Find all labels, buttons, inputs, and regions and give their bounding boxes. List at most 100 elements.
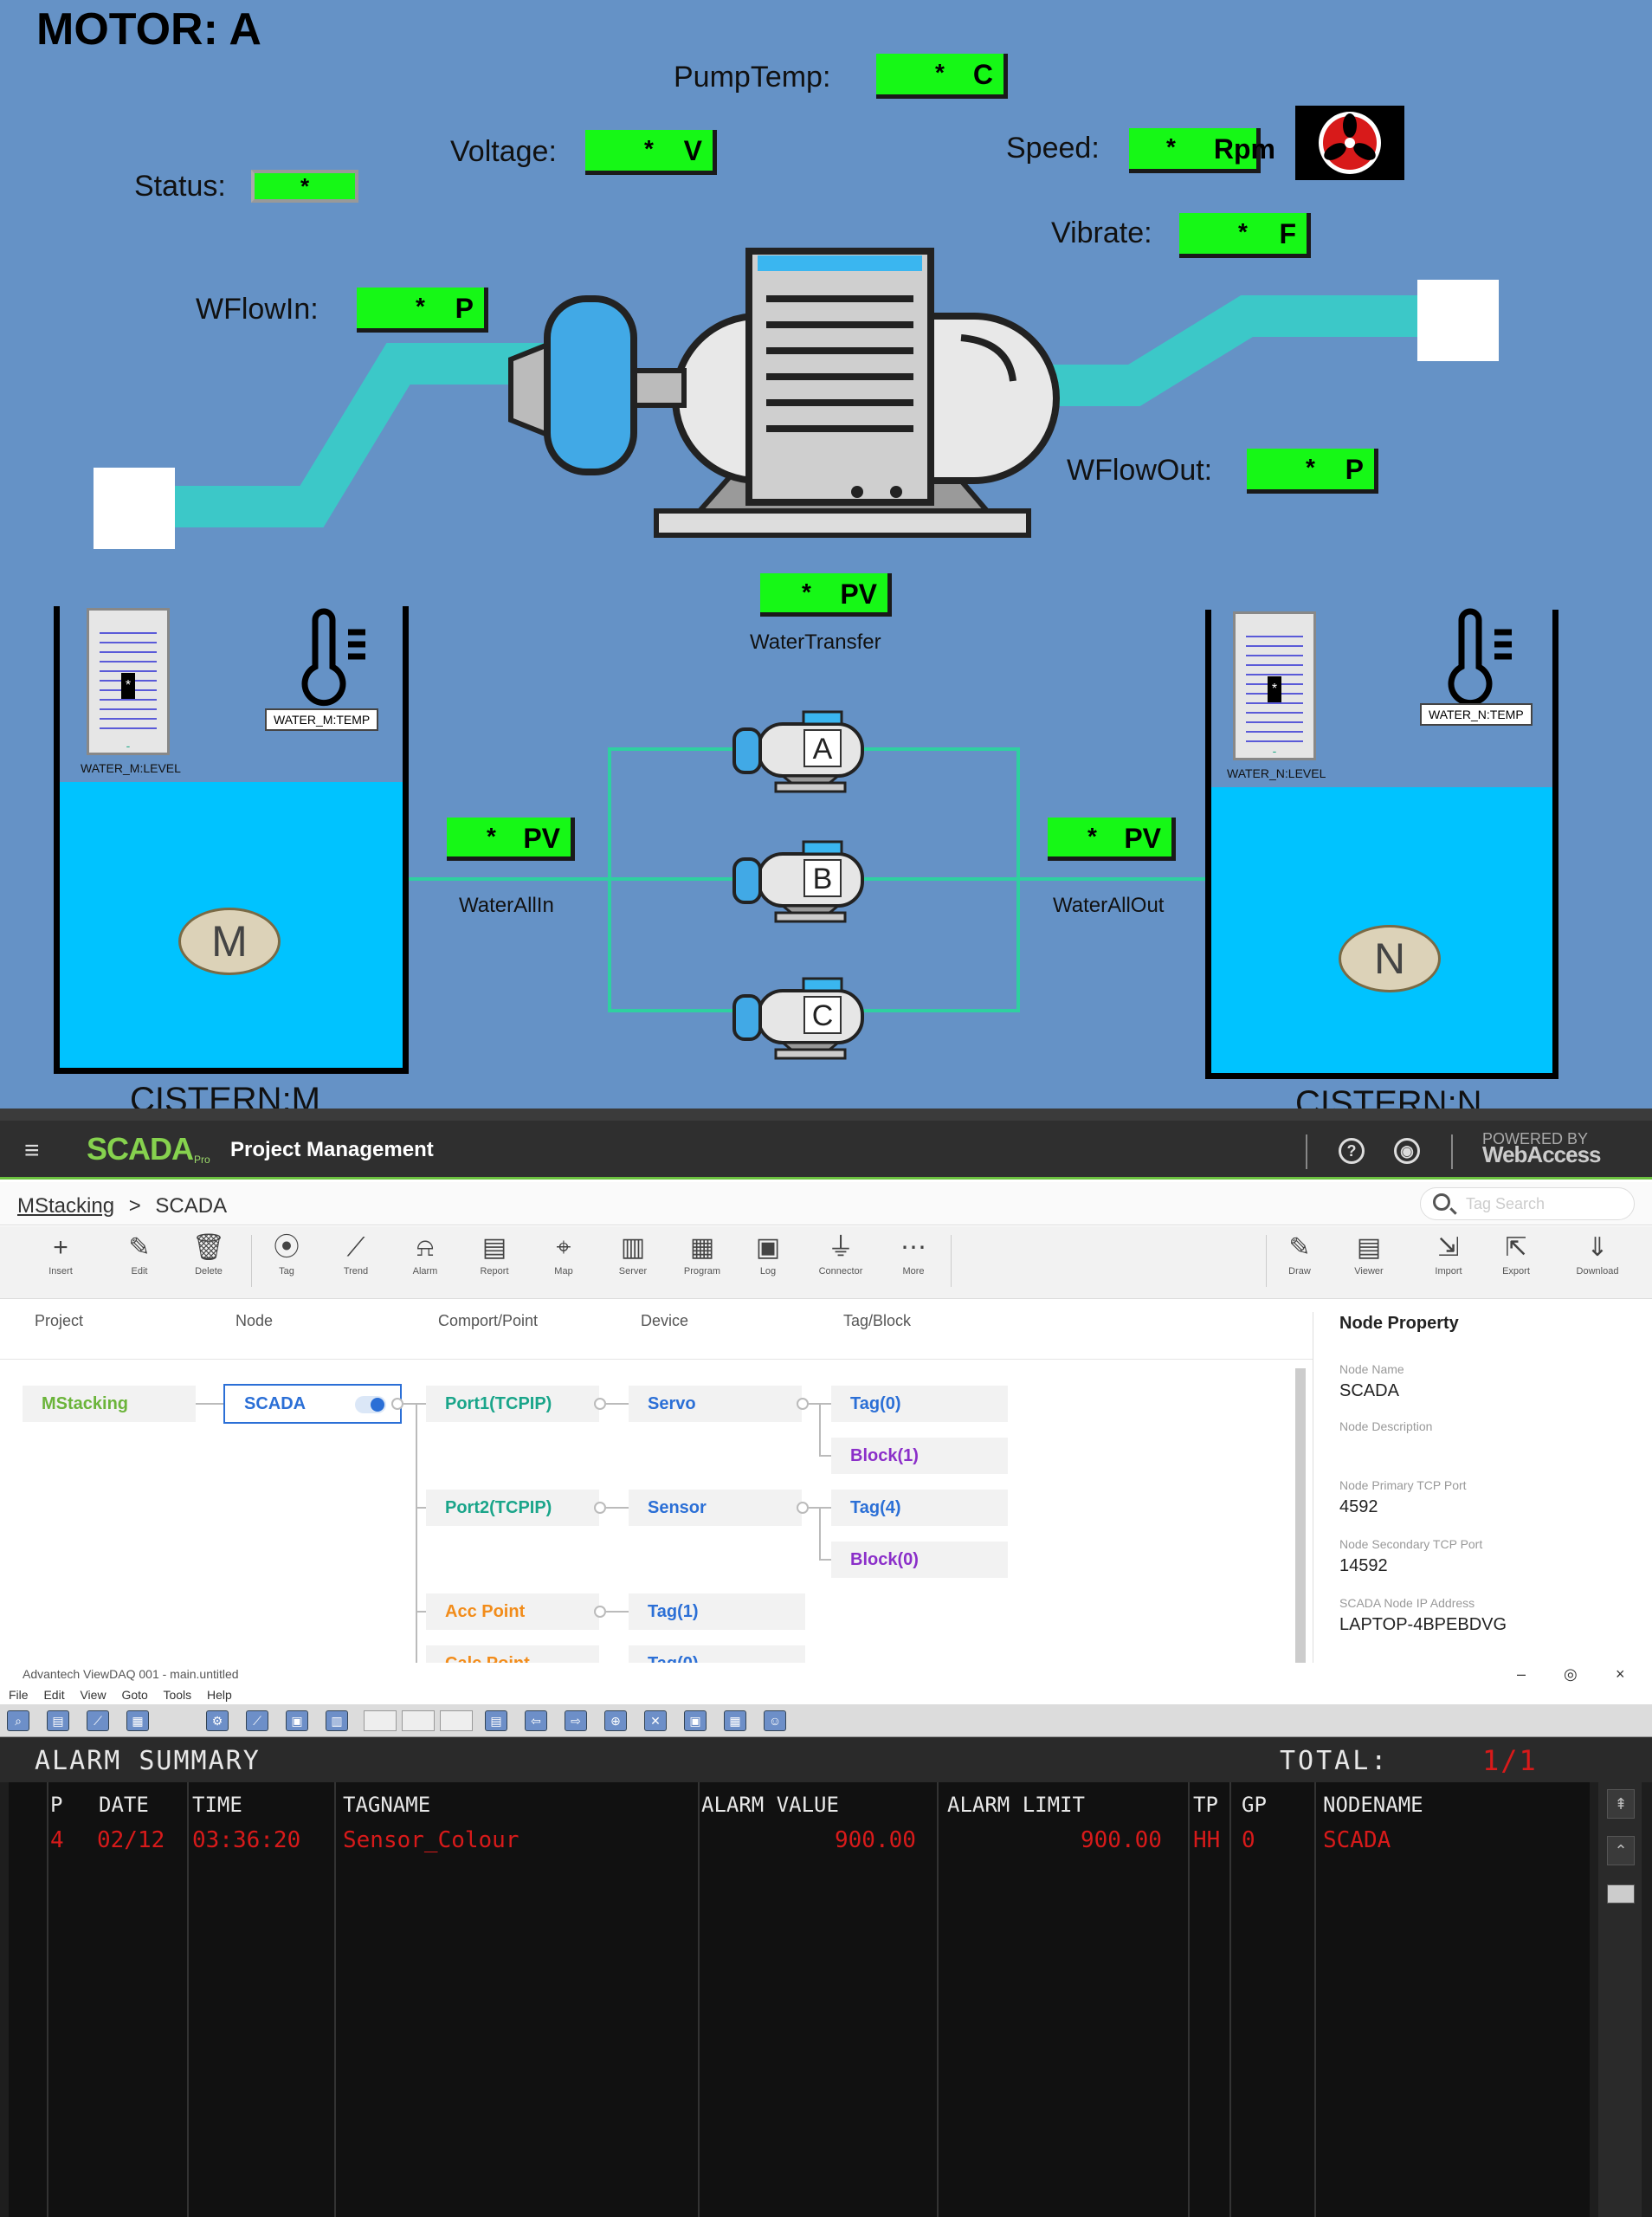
water-m-temp-label[interactable]: WATER_M:TEMP: [265, 708, 379, 731]
browser-url-bar[interactable]: [0, 1108, 1652, 1121]
pump-a[interactable]: A: [724, 703, 897, 798]
tree-port2[interactable]: Port2(TCPIP): [426, 1490, 599, 1526]
pump-c[interactable]: C: [724, 970, 897, 1065]
tag-search-input[interactable]: Tag Search: [1420, 1187, 1635, 1220]
water-m-level-gauge[interactable]: * - WATER_M:LEVEL: [81, 608, 181, 775]
log-button[interactable]: ▣Log: [738, 1233, 798, 1277]
tree-connector: [416, 1507, 426, 1509]
tree-device-sensor[interactable]: Sensor: [629, 1490, 802, 1526]
toolbar-divider: [251, 1235, 252, 1287]
wflow-in-label: WFlowIn:: [196, 293, 319, 326]
tool-field[interactable]: [364, 1710, 397, 1731]
map-button[interactable]: ⌖Map: [533, 1233, 594, 1277]
back-icon[interactable]: ⇦: [525, 1710, 547, 1731]
node-toggle[interactable]: [355, 1396, 386, 1413]
tree-port1[interactable]: Port1(TCPIP): [426, 1386, 599, 1422]
tree-scrollbar[interactable]: [1295, 1368, 1306, 1663]
scroll-thumb[interactable]: [1607, 1884, 1635, 1904]
tool-icon[interactable]: ⟋: [246, 1710, 268, 1731]
water-n-temp-label[interactable]: WATER_N:TEMP: [1420, 703, 1533, 726]
tree-device-servo[interactable]: Servo: [629, 1386, 802, 1422]
draw-button[interactable]: ✎Draw: [1269, 1233, 1330, 1277]
download-button[interactable]: ⇓Download: [1567, 1233, 1628, 1277]
edit-button[interactable]: ✎Edit: [109, 1233, 170, 1277]
trend-button[interactable]: ⟋Trend: [326, 1233, 386, 1277]
alarm-scrollbar[interactable]: ⇞ ⌃: [1598, 1782, 1642, 2217]
speed-box[interactable]: * Rpm: [1129, 128, 1275, 173]
tree-acc-tag[interactable]: Tag(1): [629, 1593, 805, 1630]
tree-block-sensor[interactable]: Block(0): [831, 1542, 1008, 1578]
pump-temp-box[interactable]: * C: [876, 54, 1008, 99]
pump-b-label: B: [803, 859, 842, 897]
pump-b[interactable]: B: [724, 833, 897, 928]
tool-icon[interactable]: ▤: [47, 1710, 69, 1731]
tree-node[interactable]: SCADA: [223, 1384, 402, 1424]
scroll-up-icon[interactable]: ⌃: [1607, 1836, 1635, 1865]
menu-view[interactable]: View: [80, 1688, 106, 1702]
menu-help[interactable]: Help: [207, 1688, 232, 1702]
menu-file[interactable]: File: [9, 1688, 29, 1702]
tree-acc-point[interactable]: Acc Point: [426, 1593, 599, 1630]
scroll-top-icon[interactable]: ⇞: [1607, 1789, 1635, 1819]
viewer-button[interactable]: ▤Viewer: [1339, 1233, 1399, 1277]
tool-icon[interactable]: ⚙: [206, 1710, 229, 1731]
tree-project[interactable]: MStacking: [23, 1386, 196, 1422]
voltage-box[interactable]: * V: [585, 130, 717, 175]
tag-button[interactable]: ⦿Tag: [256, 1233, 317, 1277]
tree-tag-servo[interactable]: Tag(0): [831, 1386, 1008, 1422]
water-all-out-box[interactable]: * PV: [1048, 818, 1176, 861]
tool-icon[interactable]: ▣: [684, 1710, 707, 1731]
water-transfer-box[interactable]: * PV: [760, 573, 892, 617]
water-n-level-value: *: [1268, 676, 1281, 702]
close-icon[interactable]: ×: [1616, 1665, 1625, 1683]
delete-button[interactable]: 🗑︎Delete: [178, 1233, 239, 1277]
tool-icon[interactable]: ⟋: [87, 1710, 109, 1731]
connector-button[interactable]: ⏚Connector: [810, 1233, 871, 1277]
export-button[interactable]: ⇱Export: [1486, 1233, 1546, 1277]
water-all-out-value: *: [1087, 823, 1097, 850]
col-alarm-limit: ALARM LIMIT: [947, 1793, 1085, 1817]
insert-button[interactable]: +Insert: [30, 1233, 91, 1277]
outlet-pipe: [1039, 295, 1455, 406]
tree-tag-sensor[interactable]: Tag(4): [831, 1490, 1008, 1526]
tree-calc-point[interactable]: Calc Point: [426, 1645, 599, 1663]
hamburger-menu-icon[interactable]: ≡: [24, 1136, 40, 1165]
wflow-in-box[interactable]: * P: [357, 288, 488, 333]
program-button[interactable]: ▦Program: [672, 1233, 732, 1277]
server-button[interactable]: ▥Server: [603, 1233, 663, 1277]
tool-icon[interactable]: ✕: [644, 1710, 667, 1731]
minimize-icon[interactable]: –: [1517, 1665, 1526, 1683]
water-all-in-box[interactable]: * PV: [447, 818, 575, 861]
vibrate-box[interactable]: * F: [1179, 213, 1311, 258]
breadcrumb-root[interactable]: MStacking: [17, 1194, 115, 1218]
menu-edit[interactable]: Edit: [43, 1688, 65, 1702]
tool-icon[interactable]: ▦: [126, 1710, 149, 1731]
restore-icon[interactable]: ◎: [1564, 1665, 1578, 1683]
alarm-button[interactable]: ⍾Alarm: [395, 1233, 455, 1277]
tool-icon[interactable]: ▥: [326, 1710, 348, 1731]
tool-field[interactable]: [402, 1710, 435, 1731]
more-button[interactable]: ⋯More: [883, 1233, 944, 1277]
menu-goto[interactable]: Goto: [121, 1688, 148, 1702]
forward-icon[interactable]: ⇨: [565, 1710, 587, 1731]
wflow-out-box[interactable]: * P: [1247, 449, 1378, 494]
zoom-icon[interactable]: ⌕: [7, 1710, 29, 1731]
user-icon[interactable]: ☺: [764, 1710, 786, 1731]
window-titlebar: Advantech ViewDAQ 001 - main.untitled – …: [0, 1663, 1652, 1685]
tool-icon[interactable]: ▤: [485, 1710, 507, 1731]
water-n-level-gauge[interactable]: * - WATER_N:LEVEL: [1227, 611, 1326, 780]
import-button[interactable]: ⇲Import: [1418, 1233, 1479, 1277]
report-button[interactable]: ▤Report: [464, 1233, 525, 1277]
menu-tools[interactable]: Tools: [163, 1688, 192, 1702]
tool-field[interactable]: [440, 1710, 473, 1731]
tree-calc-tag[interactable]: Tag(0): [629, 1645, 805, 1663]
user-icon[interactable]: ◉: [1394, 1138, 1420, 1164]
tree-block-servo[interactable]: Block(1): [831, 1438, 1008, 1474]
help-icon[interactable]: ?: [1339, 1138, 1365, 1164]
hmi-panel: MOTOR: A Status: * PumpTemp: * C Voltage…: [0, 0, 1652, 1108]
tool-icon[interactable]: ▦: [724, 1710, 746, 1731]
report-label: Report: [480, 1266, 509, 1277]
tool-icon[interactable]: ⊕: [604, 1710, 627, 1731]
water-transfer-caption: WaterTransfer: [750, 630, 881, 654]
tool-icon[interactable]: ▣: [286, 1710, 308, 1731]
